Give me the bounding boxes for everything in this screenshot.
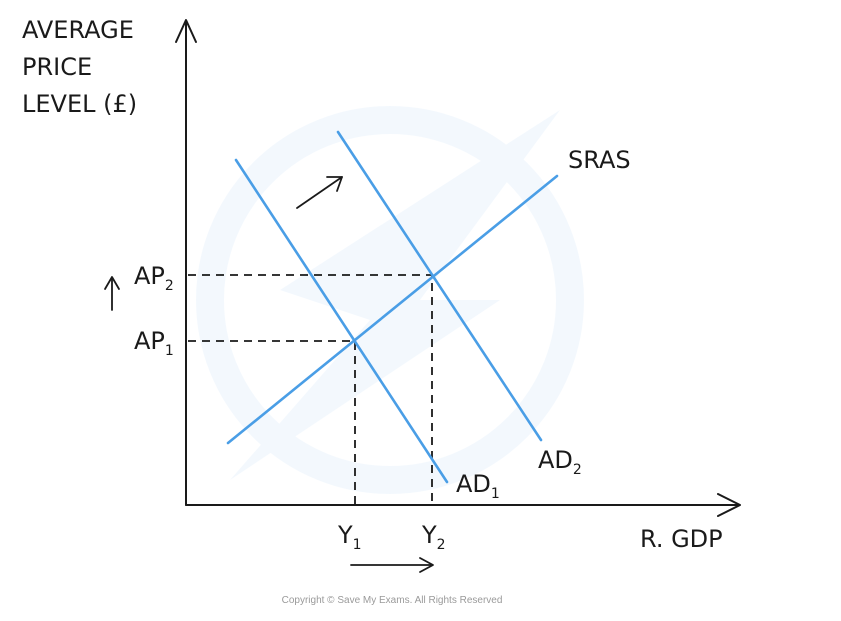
- ap2-label: AP2: [134, 262, 174, 294]
- y-axis-label: AVERAGE PRICE LEVEL (£): [22, 16, 142, 118]
- x-axis: [185, 493, 741, 517]
- x-axis-label: R. GDP: [640, 525, 723, 553]
- arrow-up-icon: [104, 276, 120, 311]
- y-axis: [175, 19, 197, 506]
- arrow-up-right-icon: [296, 176, 343, 209]
- sras-label: SRAS: [568, 146, 631, 174]
- arrow-right-icon: [350, 557, 434, 573]
- ad2-label: AD2: [538, 446, 582, 478]
- y1-label: Y1: [337, 521, 362, 553]
- ad1-label: AD1: [456, 470, 500, 502]
- watermark-logo: [196, 106, 584, 494]
- copyright-text: Copyright © Save My Exams. All Rights Re…: [282, 595, 503, 606]
- ad1-curve: [234, 158, 449, 484]
- y2-label: Y2: [421, 521, 446, 553]
- ad2-curve: [336, 130, 543, 442]
- ap1-label: AP1: [134, 327, 174, 359]
- sras-curve: [226, 174, 559, 445]
